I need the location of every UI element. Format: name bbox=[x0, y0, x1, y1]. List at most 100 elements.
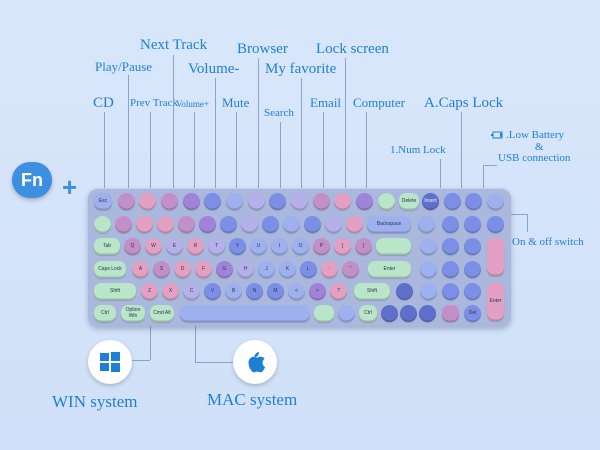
key-num-1[interactable] bbox=[420, 283, 437, 300]
key-arrow-down[interactable] bbox=[400, 305, 417, 322]
key-scroll-lock[interactable] bbox=[418, 216, 435, 233]
key-6[interactable] bbox=[220, 216, 237, 233]
key-s[interactable]: S bbox=[153, 261, 170, 278]
key-shift-left[interactable]: Shift bbox=[94, 283, 136, 300]
key-r[interactable]: R bbox=[187, 238, 204, 255]
key-caps-lock[interactable]: Caps Lock bbox=[94, 261, 126, 278]
key-d[interactable]: D bbox=[174, 261, 191, 278]
key-9[interactable] bbox=[283, 216, 300, 233]
key-power-indicator[interactable] bbox=[487, 193, 504, 210]
key-arrow-right[interactable] bbox=[419, 305, 436, 322]
key-5[interactable] bbox=[199, 216, 216, 233]
key-num-0[interactable] bbox=[442, 305, 459, 322]
key-num-4[interactable] bbox=[420, 261, 437, 278]
key-num-enter[interactable]: Enter bbox=[487, 283, 504, 321]
key-num-7[interactable] bbox=[420, 238, 437, 255]
key-f9[interactable] bbox=[291, 193, 308, 210]
key-y[interactable]: Y bbox=[229, 238, 246, 255]
key-backspace[interactable]: Backspace bbox=[367, 216, 411, 233]
key-period[interactable]: > bbox=[309, 283, 326, 300]
key-f[interactable]: F bbox=[195, 261, 212, 278]
key-slash[interactable]: ? bbox=[330, 283, 347, 300]
key-f10[interactable] bbox=[313, 193, 330, 210]
key-esc[interactable]: Esc bbox=[94, 193, 112, 210]
key-f6[interactable] bbox=[226, 193, 243, 210]
key-1[interactable] bbox=[115, 216, 132, 233]
key-cmd[interactable]: Cmd Alt bbox=[150, 305, 174, 322]
key-bracket-left[interactable]: { bbox=[334, 238, 351, 255]
key-semicolon[interactable]: : bbox=[321, 261, 338, 278]
key-num-2[interactable] bbox=[442, 283, 459, 300]
key-c[interactable]: C bbox=[183, 283, 200, 300]
key-num-minus[interactable] bbox=[487, 216, 504, 233]
key-backtick[interactable] bbox=[94, 216, 111, 233]
key-k[interactable]: K bbox=[279, 261, 296, 278]
key-t[interactable]: T bbox=[208, 238, 225, 255]
key-num-6[interactable] bbox=[464, 261, 481, 278]
key-0[interactable] bbox=[304, 216, 321, 233]
key-f8[interactable] bbox=[269, 193, 286, 210]
key-h[interactable]: H bbox=[237, 261, 254, 278]
key-delete[interactable]: Delete bbox=[399, 193, 419, 210]
key-e[interactable]: E bbox=[166, 238, 183, 255]
key-n[interactable]: N bbox=[246, 283, 263, 300]
key-i[interactable]: I bbox=[271, 238, 288, 255]
key-j[interactable]: J bbox=[258, 261, 275, 278]
key-l[interactable]: L bbox=[300, 261, 317, 278]
key-num-3[interactable] bbox=[464, 283, 481, 300]
key-num-plus[interactable] bbox=[487, 238, 504, 276]
key-2[interactable] bbox=[136, 216, 153, 233]
key-fn[interactable] bbox=[338, 305, 355, 322]
key-7[interactable] bbox=[241, 216, 258, 233]
key-o[interactable]: O bbox=[292, 238, 309, 255]
key-x[interactable]: X bbox=[162, 283, 179, 300]
key-m[interactable]: M bbox=[267, 283, 284, 300]
key-num-8[interactable] bbox=[442, 238, 459, 255]
key-q[interactable]: Q bbox=[124, 238, 141, 255]
key-equals[interactable] bbox=[346, 216, 363, 233]
key-option[interactable]: Option Win bbox=[121, 305, 145, 322]
key-backslash[interactable] bbox=[376, 238, 411, 255]
key-4[interactable] bbox=[178, 216, 195, 233]
key-p[interactable]: P bbox=[313, 238, 330, 255]
key-bracket-right[interactable]: } bbox=[355, 238, 372, 255]
key-f1[interactable] bbox=[118, 193, 135, 210]
key-v[interactable]: V bbox=[204, 283, 221, 300]
key-ctrl-left[interactable]: Ctrl bbox=[94, 305, 116, 322]
key-num-lock[interactable] bbox=[444, 193, 461, 210]
key-3[interactable] bbox=[157, 216, 174, 233]
key-quote[interactable]: " bbox=[342, 261, 359, 278]
key-f3[interactable] bbox=[161, 193, 178, 210]
key-caps-indicator[interactable] bbox=[465, 193, 482, 210]
key-space[interactable] bbox=[180, 305, 310, 322]
key-w[interactable]: W bbox=[145, 238, 162, 255]
key-insert[interactable]: Insert bbox=[422, 193, 439, 210]
key-z[interactable]: Z bbox=[141, 283, 158, 300]
key-b[interactable]: B bbox=[225, 283, 242, 300]
key-num-slash[interactable] bbox=[442, 216, 459, 233]
key-shift-right[interactable]: Shift bbox=[354, 283, 390, 300]
key-enter[interactable]: Enter bbox=[368, 261, 411, 278]
key-a[interactable]: A bbox=[132, 261, 149, 278]
key-f11[interactable] bbox=[334, 193, 351, 210]
key-u[interactable]: U bbox=[250, 238, 267, 255]
key-print[interactable] bbox=[378, 193, 395, 210]
key-arrow-left[interactable] bbox=[381, 305, 398, 322]
key-minus[interactable] bbox=[325, 216, 342, 233]
key-f7[interactable] bbox=[248, 193, 265, 210]
key-f5[interactable] bbox=[204, 193, 221, 210]
key-f2[interactable] bbox=[139, 193, 156, 210]
key-f4[interactable] bbox=[183, 193, 200, 210]
key-g[interactable]: G bbox=[216, 261, 233, 278]
key-ctrl-right[interactable]: Ctrl bbox=[359, 305, 377, 322]
key-num-5[interactable] bbox=[442, 261, 459, 278]
key-num-del[interactable]: Del bbox=[464, 305, 481, 322]
key-arrow-up[interactable] bbox=[396, 283, 413, 300]
key-num-9[interactable] bbox=[464, 238, 481, 255]
key-num-star[interactable] bbox=[464, 216, 481, 233]
key-8[interactable] bbox=[262, 216, 279, 233]
key-cmd-right[interactable] bbox=[314, 305, 334, 322]
key-f12[interactable] bbox=[356, 193, 373, 210]
key-comma[interactable]: < bbox=[288, 283, 305, 300]
key-tab[interactable]: Tab bbox=[94, 238, 120, 255]
